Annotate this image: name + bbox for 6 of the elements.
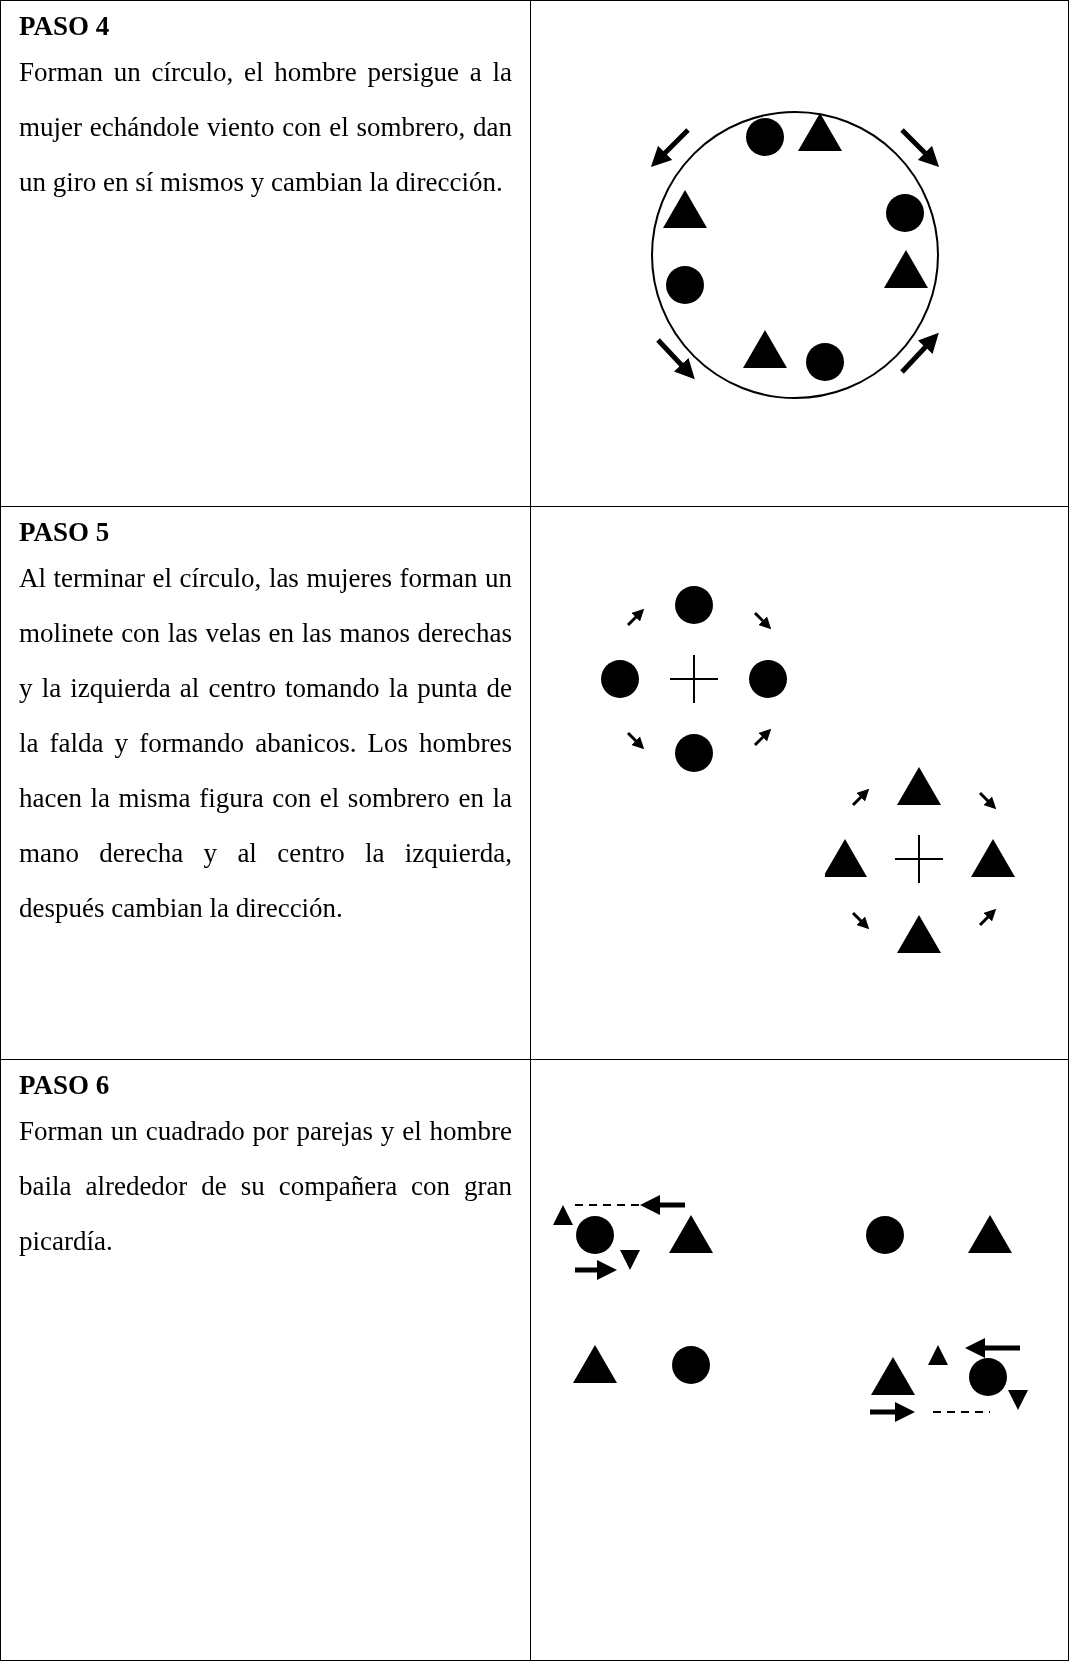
- step-heading: PASO 5: [19, 516, 111, 549]
- step-description: Forman un cuadrado por parejas y el hombre baila alrededor de su compañera con gran picardía.: [19, 1115, 512, 1258]
- step-description: Al terminar el círculo, las mujeres forman un molinete con las velas en las manos derechas y la izquierda al centro tomando la punta de la falda y formando abanicos. Los hombres hacen la misma figura con el sombrero en la mano derecha y al centro la izquierda, después cambian la dirección.: [19, 562, 512, 925]
- step-heading: PASO 6: [19, 1069, 111, 1102]
- step-description: Forman un círculo, el hombre persigue a la mujer echándole viento con el sombrero, dan un giro en sí mismos y cambian la dirección.: [19, 56, 512, 199]
- step-heading: PASO 4: [19, 10, 111, 43]
